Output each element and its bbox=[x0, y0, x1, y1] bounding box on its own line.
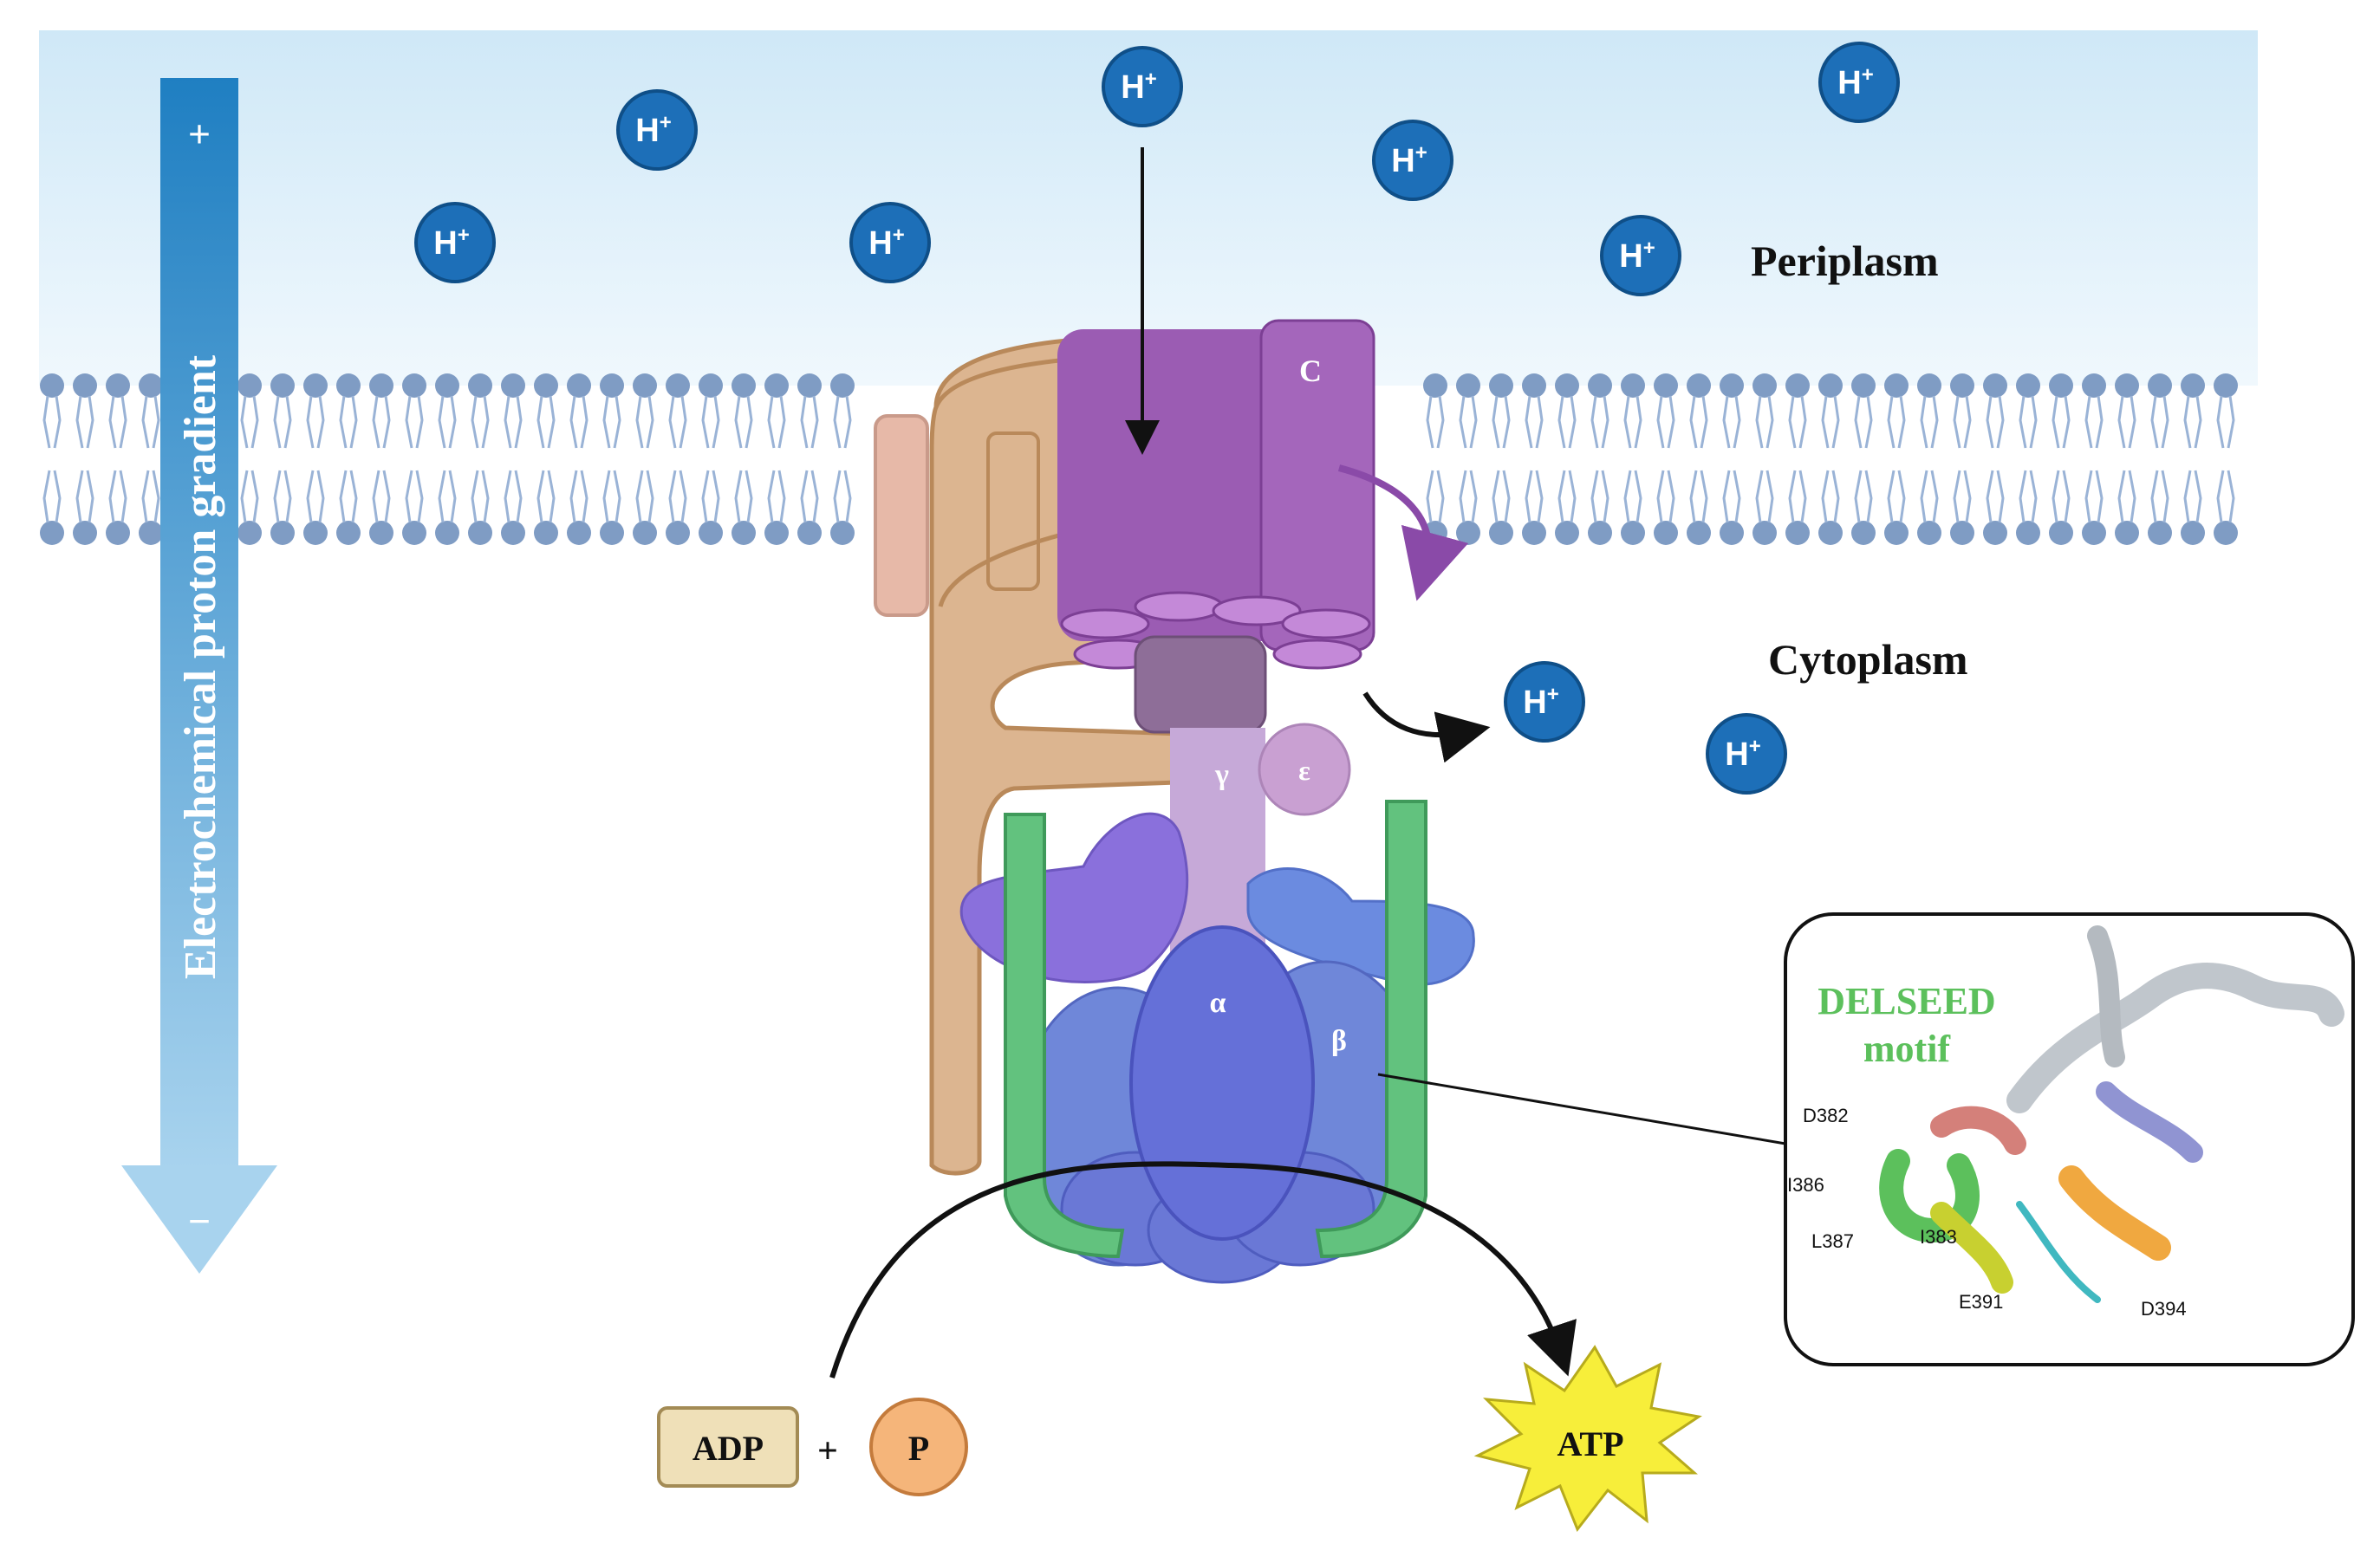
proton-4: H+ bbox=[849, 202, 931, 283]
proton-9: H+ bbox=[1706, 713, 1787, 795]
subunit-beta-label: β bbox=[1331, 1025, 1347, 1057]
inset-pointer-line bbox=[1377, 1073, 1786, 1145]
c-ring: C bbox=[1057, 319, 1469, 670]
gradient-label: Electrochemical proton gradient bbox=[176, 354, 225, 979]
central-stalk: γ ε bbox=[1134, 635, 1351, 962]
subunit-alpha-label: α bbox=[1210, 987, 1226, 1019]
atp-synthesis-arrow bbox=[829, 1161, 1577, 1379]
svg-text:ADP: ADP bbox=[693, 1429, 764, 1468]
svg-text:ATP: ATP bbox=[1557, 1424, 1623, 1463]
residue-d394: D394 bbox=[2141, 1298, 2187, 1320]
atp-star: ATP bbox=[1473, 1345, 1702, 1532]
subunit-gamma-label: γ bbox=[1214, 759, 1229, 791]
proton-gradient-arrow: + − Electrochemical proton gradient bbox=[121, 78, 277, 1274]
delseed-title: DELSEED bbox=[1818, 980, 1995, 1022]
proton-1: H+ bbox=[1102, 46, 1183, 127]
gradient-minus-label: − bbox=[188, 1199, 211, 1243]
svg-text:H+: H+ bbox=[868, 224, 904, 262]
subunit-epsilon-label: ε bbox=[1298, 755, 1310, 786]
proton-2: H+ bbox=[616, 89, 698, 171]
proton-7: H+ bbox=[1600, 215, 1681, 296]
residue-d382: D382 bbox=[1803, 1105, 1849, 1126]
cytoplasm-label: Cytoplasm bbox=[1768, 635, 1968, 684]
residue-i386: I386 bbox=[1787, 1174, 1824, 1196]
proton-5: H+ bbox=[1372, 120, 1453, 201]
f1-hexamer: α β bbox=[1017, 925, 1427, 1284]
phosphate-circle: P bbox=[869, 1398, 968, 1496]
svg-text:P: P bbox=[908, 1429, 929, 1468]
adp-plus-sign: + bbox=[817, 1431, 838, 1471]
subunit-c-label: C bbox=[1299, 354, 1322, 388]
residue-l387: L387 bbox=[1811, 1230, 1854, 1252]
delta-subunit-left bbox=[959, 812, 1189, 983]
proton-6: H+ bbox=[1818, 42, 1900, 123]
adp-box: ADP bbox=[657, 1406, 799, 1488]
peripheral-stalks bbox=[1004, 800, 1427, 1259]
periplasm-label: Periplasm bbox=[1751, 237, 1939, 285]
protons: H+ H+ H+ H+ H+ H+ H+ H+ H+ bbox=[414, 42, 1900, 795]
residue-e391: E391 bbox=[1959, 1291, 2003, 1313]
proton-exit-arrow bbox=[1362, 691, 1491, 763]
residue-i383: I383 bbox=[1920, 1226, 1957, 1248]
gradient-plus-label: + bbox=[188, 112, 211, 156]
delseed-inset: DELSEED motif D382 I386 L387 I383 E391 D… bbox=[1784, 912, 2355, 1366]
proton-8: H+ bbox=[1504, 661, 1585, 743]
delseed-subtitle: motif bbox=[1863, 1028, 1952, 1070]
proton-3: H+ bbox=[414, 202, 496, 283]
